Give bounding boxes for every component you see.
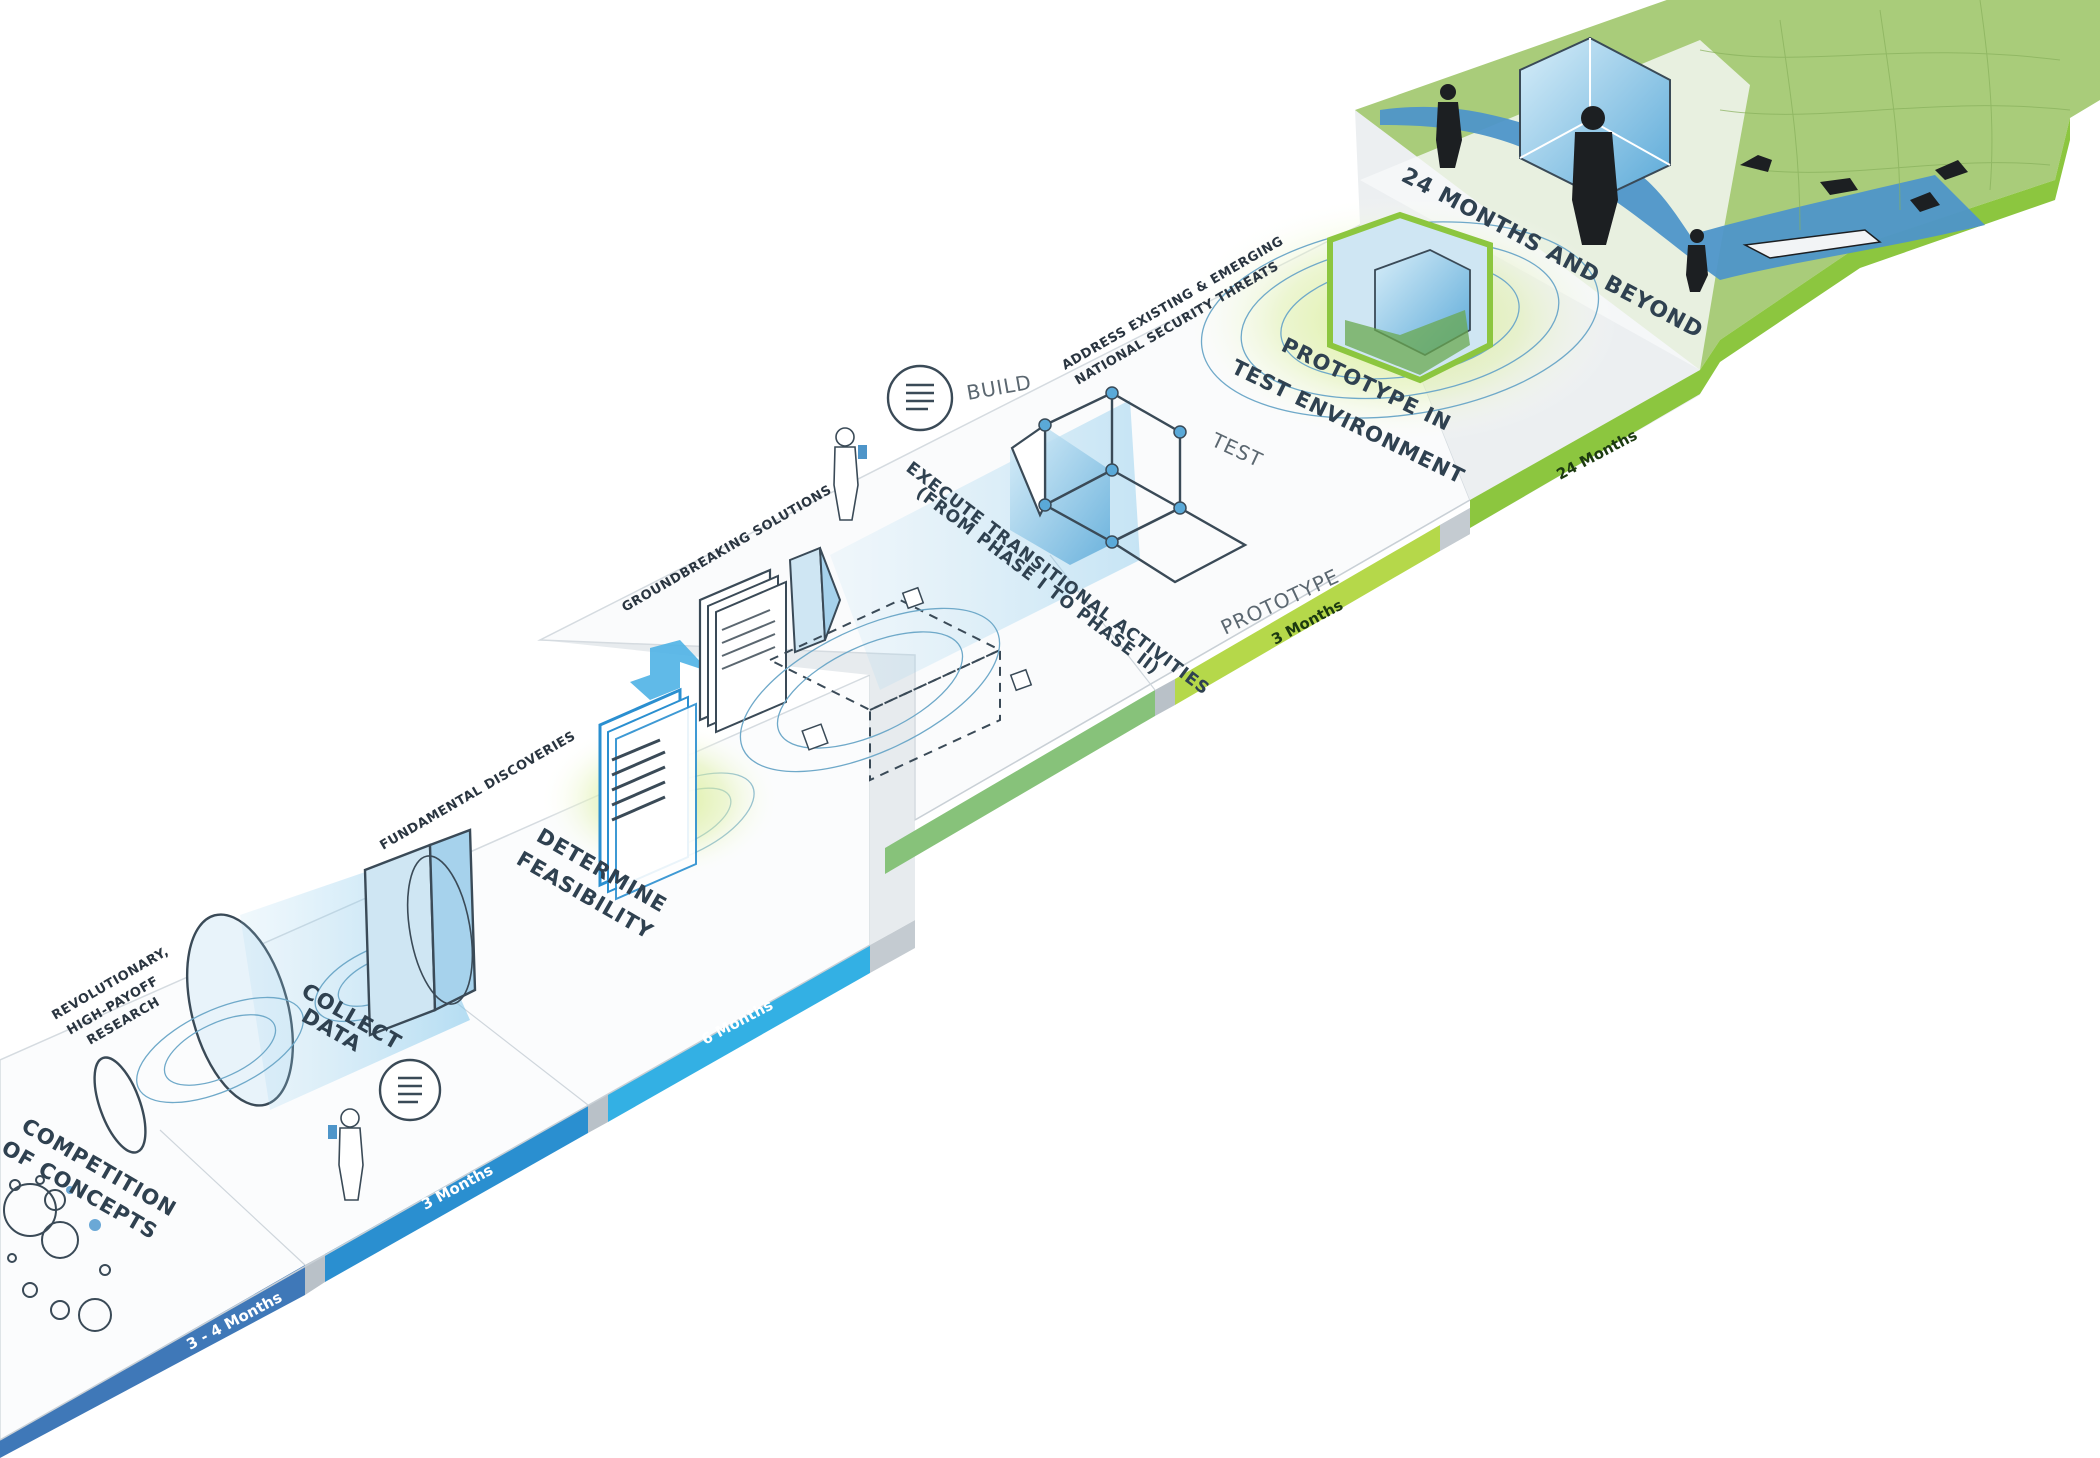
- speech-bubble-1: [378, 1058, 442, 1122]
- tier-1-divider-a: [159, 1129, 306, 1266]
- tier-1-edge: [0, 944, 871, 1441]
- transition-layout: [739, 586, 1033, 782]
- tier-1-band-b: [325, 1105, 588, 1282]
- aircraft-icon: [1935, 160, 1968, 180]
- tier-1-band-a: [0, 1265, 305, 1458]
- tier-1-band-sep-b: [588, 1094, 608, 1133]
- data-frame: [363, 828, 477, 1037]
- tier-2-band-a: [885, 690, 1155, 874]
- tier-2-band-sep: [1155, 679, 1175, 716]
- silhouettes: [1436, 84, 1968, 292]
- helicopter-icon: [1820, 178, 1858, 195]
- ship-icon: [1742, 229, 1882, 259]
- tier-1-band-end: [870, 920, 915, 973]
- terrain-edge: [1700, 118, 2070, 394]
- researcher-2: [833, 427, 867, 521]
- speech-bubble-2: [886, 364, 954, 432]
- concept-bubbles: [3, 1175, 112, 1332]
- commander: [1572, 106, 1618, 245]
- up-arrow: [630, 640, 710, 700]
- drone-icon: [1910, 192, 1940, 212]
- tier-3-band-sep: [1440, 508, 1470, 551]
- prototype-zone: [1180, 195, 1620, 445]
- tier-2-edge: [914, 499, 1471, 821]
- tier-1: [0, 630, 915, 1458]
- jet-icon: [1740, 155, 1772, 172]
- tier-1-band-c: [608, 945, 870, 1122]
- terrain-grid: [1699, 0, 2071, 231]
- soldier-1: [1436, 84, 1462, 168]
- tier-2-band-b: [1175, 525, 1440, 705]
- soldier-2: [1686, 229, 1708, 292]
- tier-3-band: [1470, 370, 1700, 528]
- feasibility-docs: [598, 640, 710, 901]
- researcher-1: [328, 1108, 364, 1201]
- build-test-cube: [1010, 386, 1248, 584]
